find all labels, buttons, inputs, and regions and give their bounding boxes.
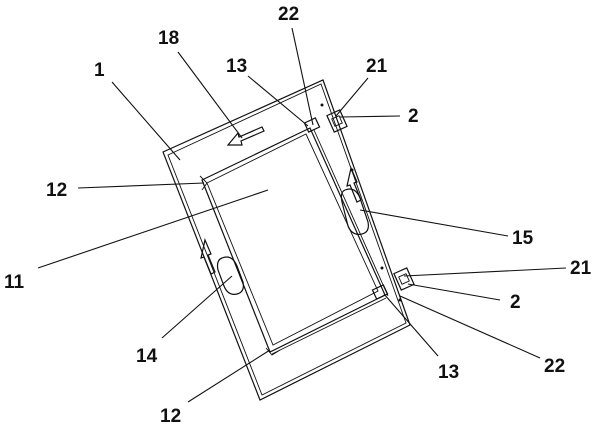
label-13-bottom: 13: [438, 362, 459, 383]
label-21-right: 21: [570, 258, 592, 279]
corner-bracket-bottom-left: [265, 347, 281, 356]
label-12-bottom: 12: [160, 406, 181, 427]
label-22-right: 22: [544, 356, 565, 377]
leader-14: [161, 275, 233, 339]
outer-frame: [162, 79, 411, 401]
leader-13-top: [247, 75, 309, 127]
corner-clip-bottom: [371, 284, 389, 300]
label-11: 11: [4, 272, 25, 293]
hinge-bottom-inner: [398, 273, 410, 285]
label-1: 1: [94, 60, 105, 81]
leader-11: [37, 189, 269, 269]
label-13-top: 13: [226, 56, 247, 77]
hinge-top-inner: [331, 115, 343, 127]
leader-21-top: [335, 77, 369, 117]
leader-18: [177, 51, 243, 139]
label-18: 18: [158, 28, 179, 49]
label-2-right: 2: [510, 292, 521, 313]
inner-panel-shadow: [201, 127, 386, 353]
corner-bracket-top-left: [199, 175, 208, 191]
arrow-right-up: [346, 166, 362, 203]
leader-15: [359, 209, 509, 237]
leader-12-left: [77, 182, 205, 189]
leader-13-bottom: [383, 293, 439, 357]
leader-12-bottom: [187, 349, 271, 403]
dot-4: [398, 298, 402, 302]
leader-2-top: [339, 115, 401, 118]
inner-panel-edge-bottom: [271, 297, 387, 355]
inner-panel-edge-right: [313, 129, 389, 297]
dot-2: [350, 168, 354, 172]
label-21-top: 21: [366, 56, 388, 77]
arrow-left-up: [200, 238, 216, 275]
leader-1: [111, 81, 181, 161]
label-12-left: 12: [46, 180, 67, 201]
dot-1: [320, 103, 324, 107]
leader-2-right: [407, 283, 501, 301]
corner-clip-top: [303, 117, 321, 133]
label-14: 14: [136, 346, 158, 367]
leader-22-top: [291, 27, 314, 126]
dot-3: [380, 266, 384, 270]
handle-slot-right: [340, 188, 369, 235]
handle-slot-left: [216, 256, 244, 295]
label-2-top: 2: [408, 106, 419, 127]
arrow-top-left: [226, 126, 265, 146]
leader-21-right: [403, 267, 567, 277]
outer-frame-inner-edge: [167, 83, 407, 396]
leader-22-right: [399, 295, 541, 359]
label-15: 15: [512, 228, 534, 249]
label-22-top: 22: [278, 4, 299, 25]
inner-panel: [206, 133, 379, 346]
hinge-top-outer: [326, 109, 348, 133]
